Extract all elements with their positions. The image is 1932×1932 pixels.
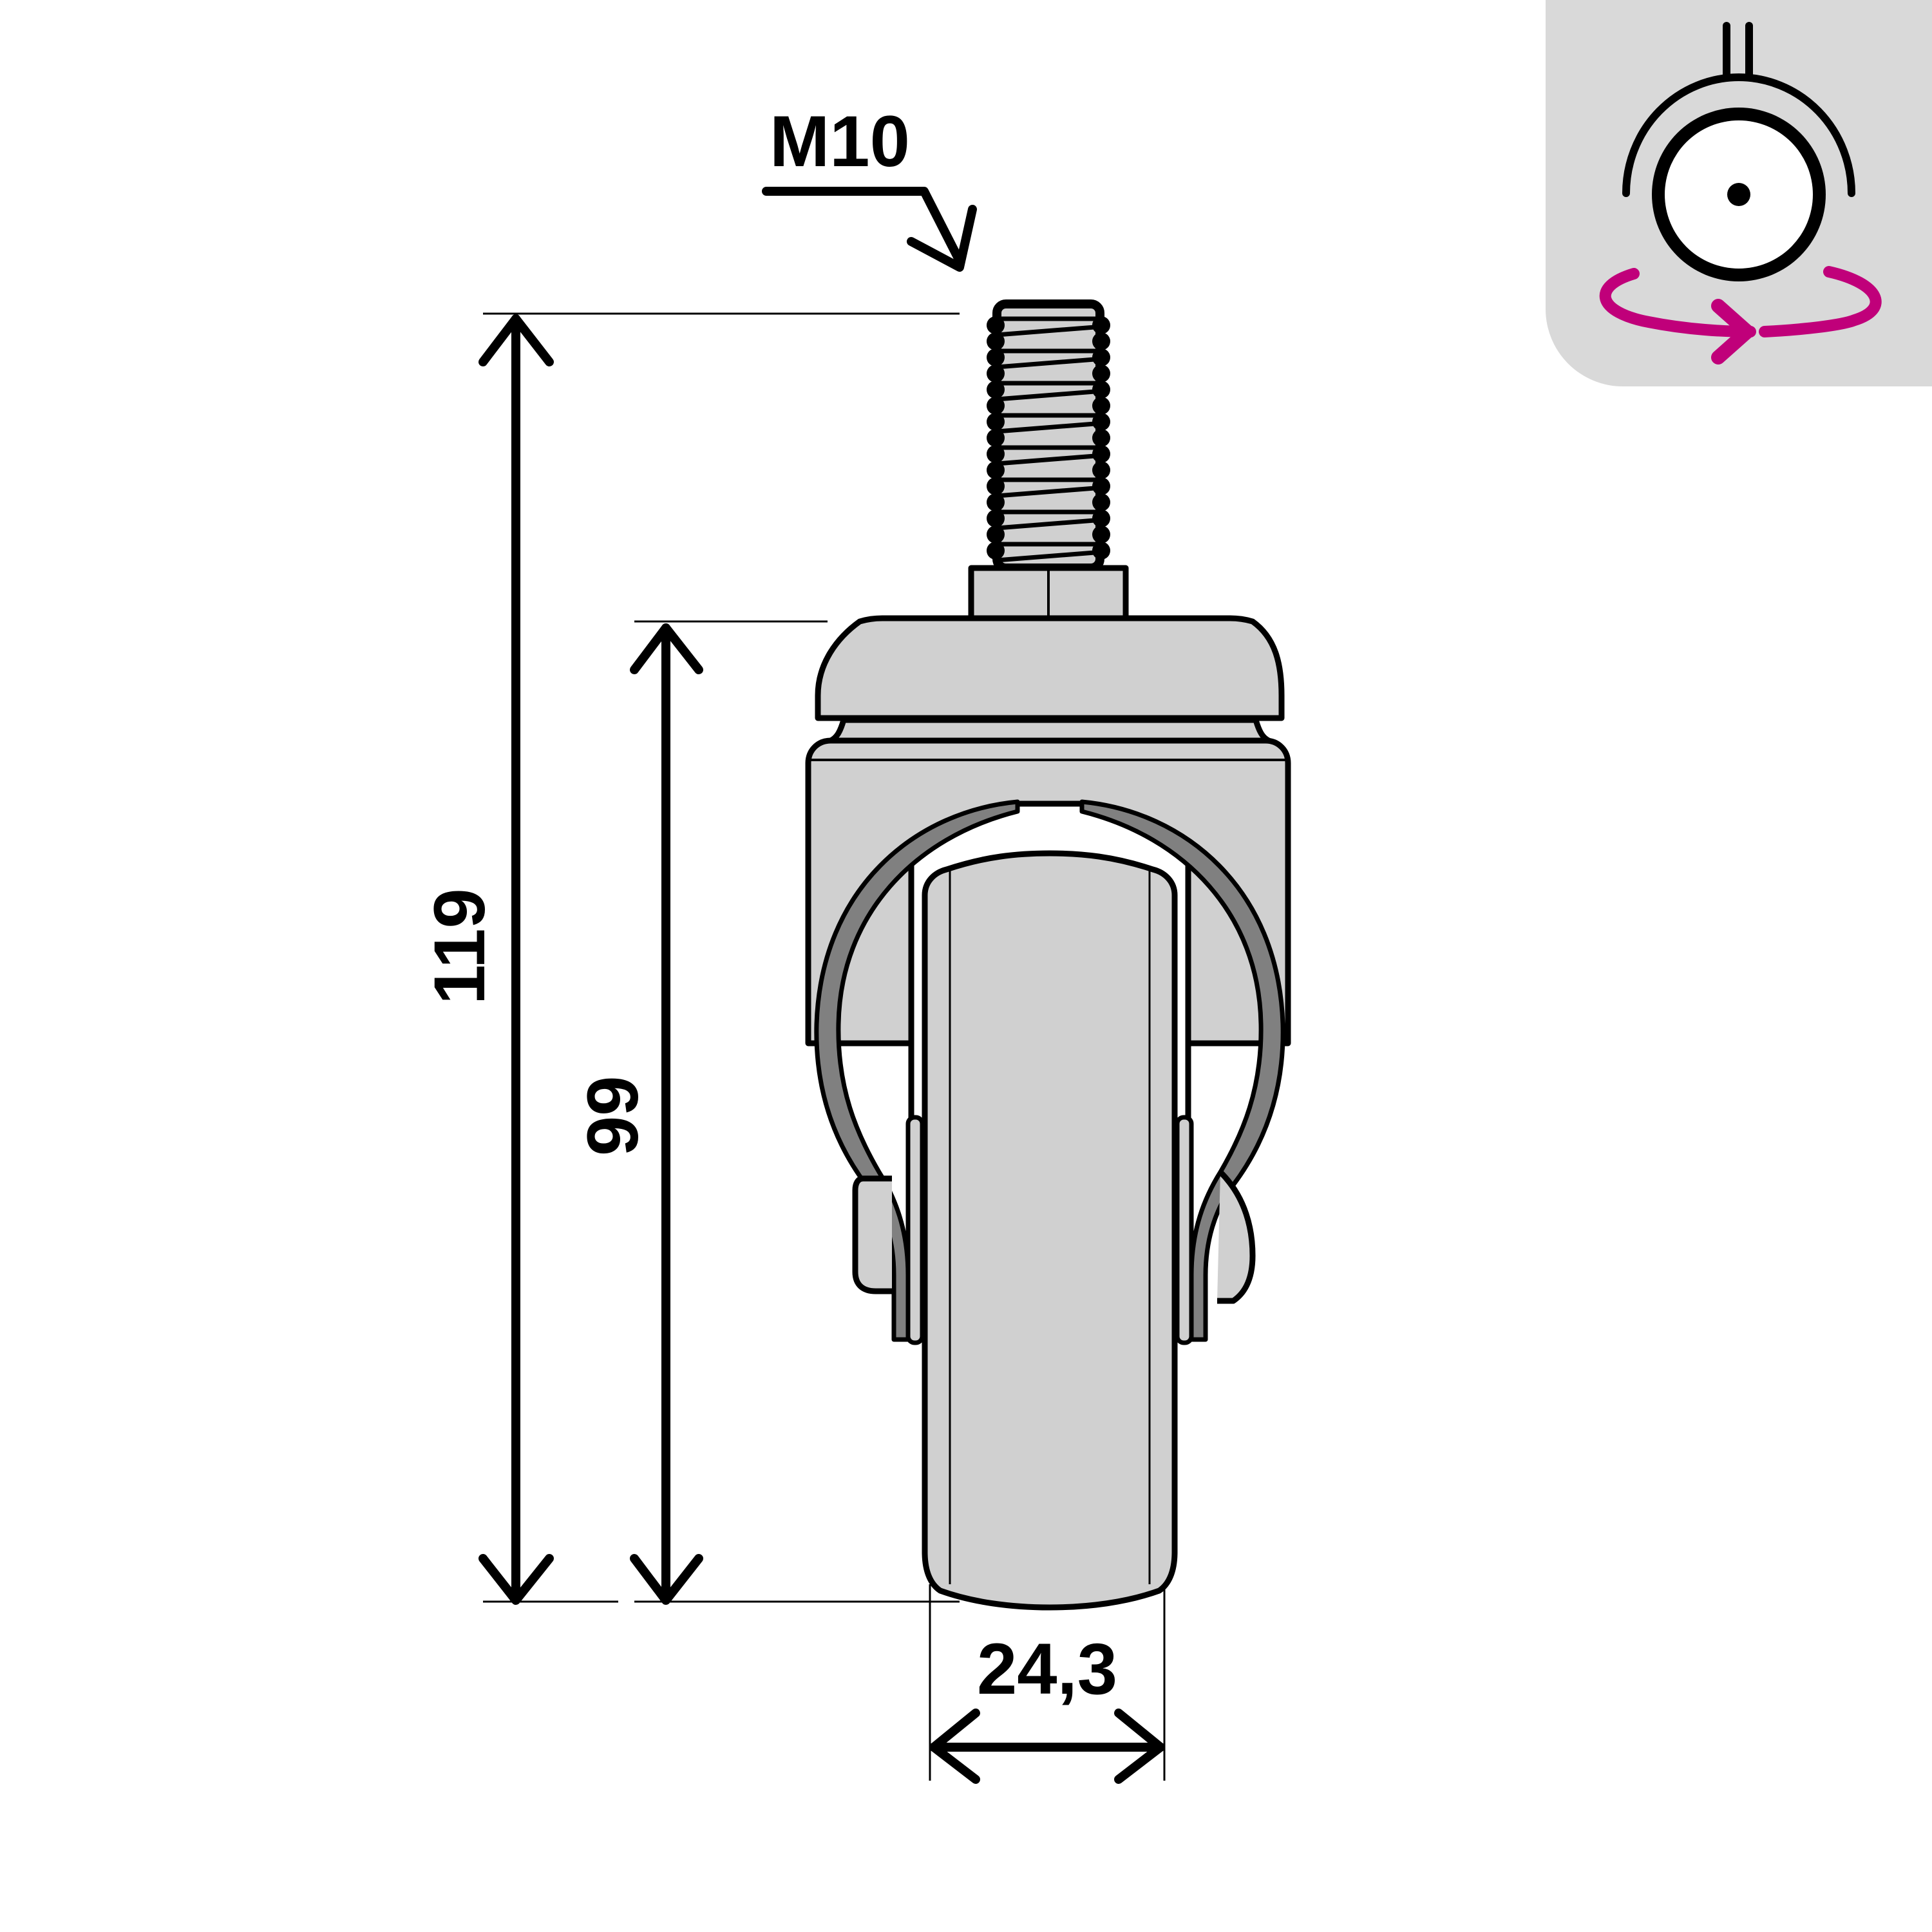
thread-label: M10 (770, 101, 910, 182)
dimension-wheel-width: 24,3 (929, 1584, 1166, 1784)
threaded-stem (987, 299, 1110, 573)
swivel-castor-icon (1546, 0, 1932, 386)
thread-callout: M10 (762, 101, 977, 272)
castor-body (805, 299, 1291, 1611)
fork-arm-left (814, 799, 1020, 1342)
top-plate (815, 615, 1285, 721)
wheel-height-label: 99 (573, 1075, 653, 1156)
dimension-wheel-height: 99 (573, 620, 960, 1605)
fork-arm-right (1079, 799, 1285, 1342)
wheel (922, 850, 1178, 1611)
dimension-overall-height: 119 (419, 312, 960, 1605)
overall-height-label: 119 (419, 888, 500, 1005)
wheel-width-label: 24,3 (977, 1629, 1117, 1709)
